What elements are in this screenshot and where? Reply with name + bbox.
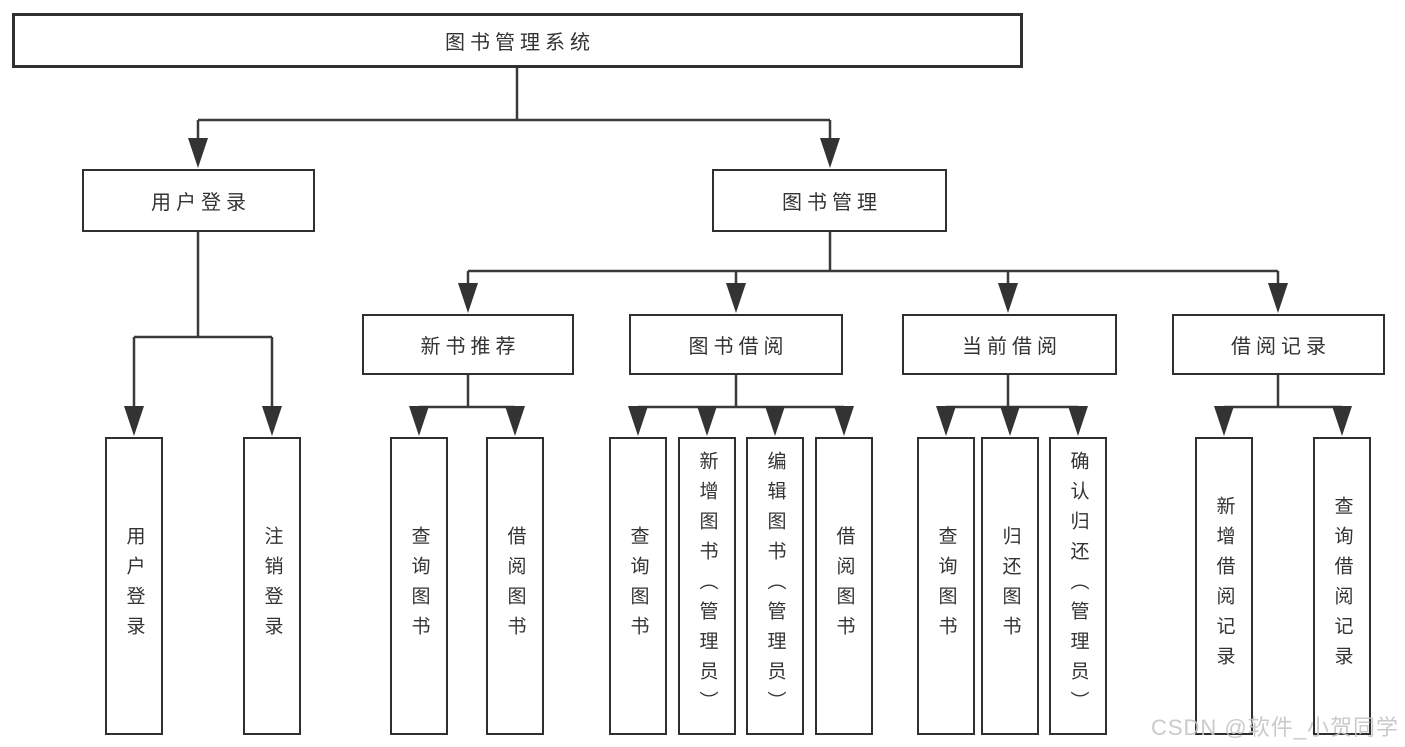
leaf-return-books: 归还图书: [981, 437, 1039, 735]
leaf-logout-label: 注销登录: [261, 526, 283, 646]
leaf-query-books-1: 查询图书: [390, 437, 448, 735]
watermark: CSDN @软件_小贺同学: [1150, 715, 1399, 740]
leaf-query-books-2-label: 查询图书: [627, 526, 649, 646]
node-new-book-recommend-label: 新书推荐: [420, 336, 521, 358]
node-borrowing-records-label: 借阅记录: [1231, 336, 1331, 358]
leaf-user-login: 用户登录: [105, 437, 163, 735]
leaf-add-borrow-record-label: 新增借阅记录: [1213, 496, 1235, 676]
node-book-borrowing: 图书借阅: [629, 314, 843, 375]
leaf-edit-books-admin: 编辑图书（管理员）: [746, 437, 804, 735]
leaf-edit-books-admin-label: 编辑图书（管理员）: [764, 451, 786, 721]
node-root-library-system: 图书管理系统: [12, 13, 1023, 68]
node-user-login-label: 用户登录: [151, 192, 251, 214]
node-root-label: 图书管理系统: [445, 32, 595, 54]
leaf-logout: 注销登录: [243, 437, 301, 735]
node-current-borrowing: 当前借阅: [902, 314, 1117, 375]
leaf-query-books-2: 查询图书: [609, 437, 667, 735]
leaf-query-borrow-record: 查询借阅记录: [1313, 437, 1371, 735]
leaf-add-books-admin-label: 新增图书（管理员）: [696, 451, 718, 721]
node-book-management-label: 图书管理: [782, 192, 882, 214]
leaf-query-borrow-record-label: 查询借阅记录: [1331, 496, 1353, 676]
leaf-query-books-3: 查询图书: [917, 437, 975, 735]
leaf-add-books-admin: 新增图书（管理员）: [678, 437, 736, 735]
node-current-borrowing-label: 当前借阅: [962, 336, 1062, 358]
node-borrowing-records: 借阅记录: [1172, 314, 1385, 375]
leaf-query-books-3-label: 查询图书: [935, 526, 957, 646]
leaf-add-borrow-record: 新增借阅记录: [1195, 437, 1253, 735]
leaf-borrow-books-1-label: 借阅图书: [504, 526, 526, 646]
leaf-confirm-return-admin-label: 确认归还（管理员）: [1067, 451, 1089, 721]
node-book-management: 图书管理: [712, 169, 947, 232]
arrowhead-icons: [124, 138, 1352, 436]
leaf-user-login-label: 用户登录: [123, 526, 145, 646]
node-book-borrowing-label: 图书借阅: [688, 336, 789, 358]
leaf-confirm-return-admin: 确认归还（管理员）: [1049, 437, 1107, 735]
node-user-login: 用户登录: [82, 169, 315, 232]
node-new-book-recommend: 新书推荐: [362, 314, 574, 375]
leaf-borrow-books-2: 借阅图书: [815, 437, 873, 735]
leaf-query-books-1-label: 查询图书: [408, 526, 430, 646]
leaf-borrow-books-1: 借阅图书: [486, 437, 544, 735]
leaf-borrow-books-2-label: 借阅图书: [833, 526, 855, 646]
leaf-return-books-label: 归还图书: [999, 526, 1021, 646]
